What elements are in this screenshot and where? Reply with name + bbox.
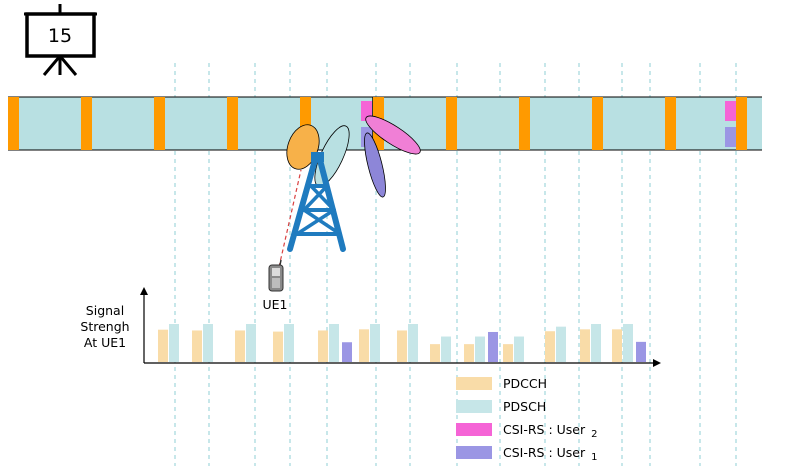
- signal-bar-pdcch: [612, 329, 622, 362]
- pdcch-control-block: [665, 97, 676, 150]
- signal-bar-pdsch: [246, 324, 256, 362]
- signal-bar-pdcch: [430, 344, 440, 362]
- signal-bar-pdsch: [370, 324, 380, 362]
- csi-rs-user1-block: [725, 127, 736, 147]
- signal-bar-csi-user1: [342, 342, 352, 362]
- pdcch-control-block: [227, 97, 238, 150]
- signal-bar-pdcch: [192, 330, 202, 362]
- pdcch-control-block: [592, 97, 603, 150]
- signal-bar-pdsch: [556, 326, 566, 362]
- signal-bar-pdsch: [284, 324, 294, 362]
- legend-label: CSI-RS : User 2: [503, 422, 597, 440]
- signal-bar-pdsch: [408, 324, 418, 362]
- beam-csi-rs-user2: [365, 115, 421, 155]
- signal-bar-pdcch: [397, 330, 407, 362]
- signal-bar-pdcch: [503, 344, 513, 362]
- pdcch-control-block: [8, 97, 19, 150]
- pdcch-control-block: [81, 97, 92, 150]
- pdcch-control-block: [519, 97, 530, 150]
- signal-bar-pdcch: [273, 331, 283, 362]
- pdcch-control-regions: [8, 97, 747, 150]
- base-station-tower-icon: [287, 152, 346, 252]
- pdcch-control-block: [154, 97, 165, 150]
- legend-user-number: 1: [591, 452, 597, 463]
- beam-csi-rs-user1: [364, 132, 386, 198]
- pdcch-control-block: [736, 97, 747, 150]
- signal-bar-pdcch: [545, 331, 555, 362]
- signal-bar-pdcch: [318, 330, 328, 362]
- legend-swatch-pdcch: [456, 377, 492, 390]
- csi-rs-user2-block: [725, 101, 736, 121]
- signal-bar-pdsch: [475, 336, 485, 362]
- legend-label: PDCCH: [503, 376, 547, 391]
- signal-bar-pdcch: [359, 329, 369, 362]
- signal-bar-pdsch: [514, 336, 524, 362]
- signal-axes: [140, 287, 661, 367]
- signal-bar-pdsch: [591, 324, 601, 362]
- legend-swatch-pdsch: [456, 400, 492, 413]
- legend-user-number: 2: [591, 429, 597, 440]
- pdcch-control-block: [446, 97, 457, 150]
- signal-bar-pdcch: [235, 330, 245, 362]
- signal-bar-pdcch: [158, 329, 168, 362]
- slide-number: 15: [48, 25, 72, 47]
- signal-bar-pdcch: [580, 329, 590, 362]
- signal-bar-pdsch: [623, 324, 633, 362]
- signal-label-line-3: At UE1: [84, 335, 126, 350]
- csi-rs-user2-block: [361, 101, 372, 121]
- legend-swatch-csi-user2: [456, 423, 492, 436]
- ue-link-line: [278, 169, 302, 268]
- signal-label-line-1: Signal: [86, 303, 124, 318]
- legend-swatch-csi-user1: [456, 446, 492, 459]
- pdcch-control-block: [300, 97, 311, 150]
- signal-bar-csi-user1: [488, 331, 498, 362]
- legend-label: PDSCH: [503, 399, 546, 414]
- signal-bar-csi-user1: [636, 341, 646, 362]
- signal-bar-pdsch: [441, 336, 451, 362]
- legend-label: CSI-RS : User 1: [503, 445, 597, 463]
- signal-strength-bars: [158, 324, 646, 362]
- signal-axis-label: Signal Strengh At UE1: [80, 303, 129, 350]
- phone-icon: [268, 259, 284, 292]
- signal-bar-pdsch: [169, 324, 179, 362]
- ue-label: UE1: [263, 297, 288, 312]
- signal-label-line-2: Strengh: [80, 319, 129, 334]
- signal-bar-pdsch: [329, 324, 339, 362]
- signal-bar-pdsch: [203, 324, 213, 362]
- slide-number-icon: 15: [24, 4, 97, 76]
- legend: PDCCH PDSCH CSI-RS : User 2 CSI-RS : User 1: [456, 376, 597, 463]
- signal-bar-pdcch: [464, 344, 474, 362]
